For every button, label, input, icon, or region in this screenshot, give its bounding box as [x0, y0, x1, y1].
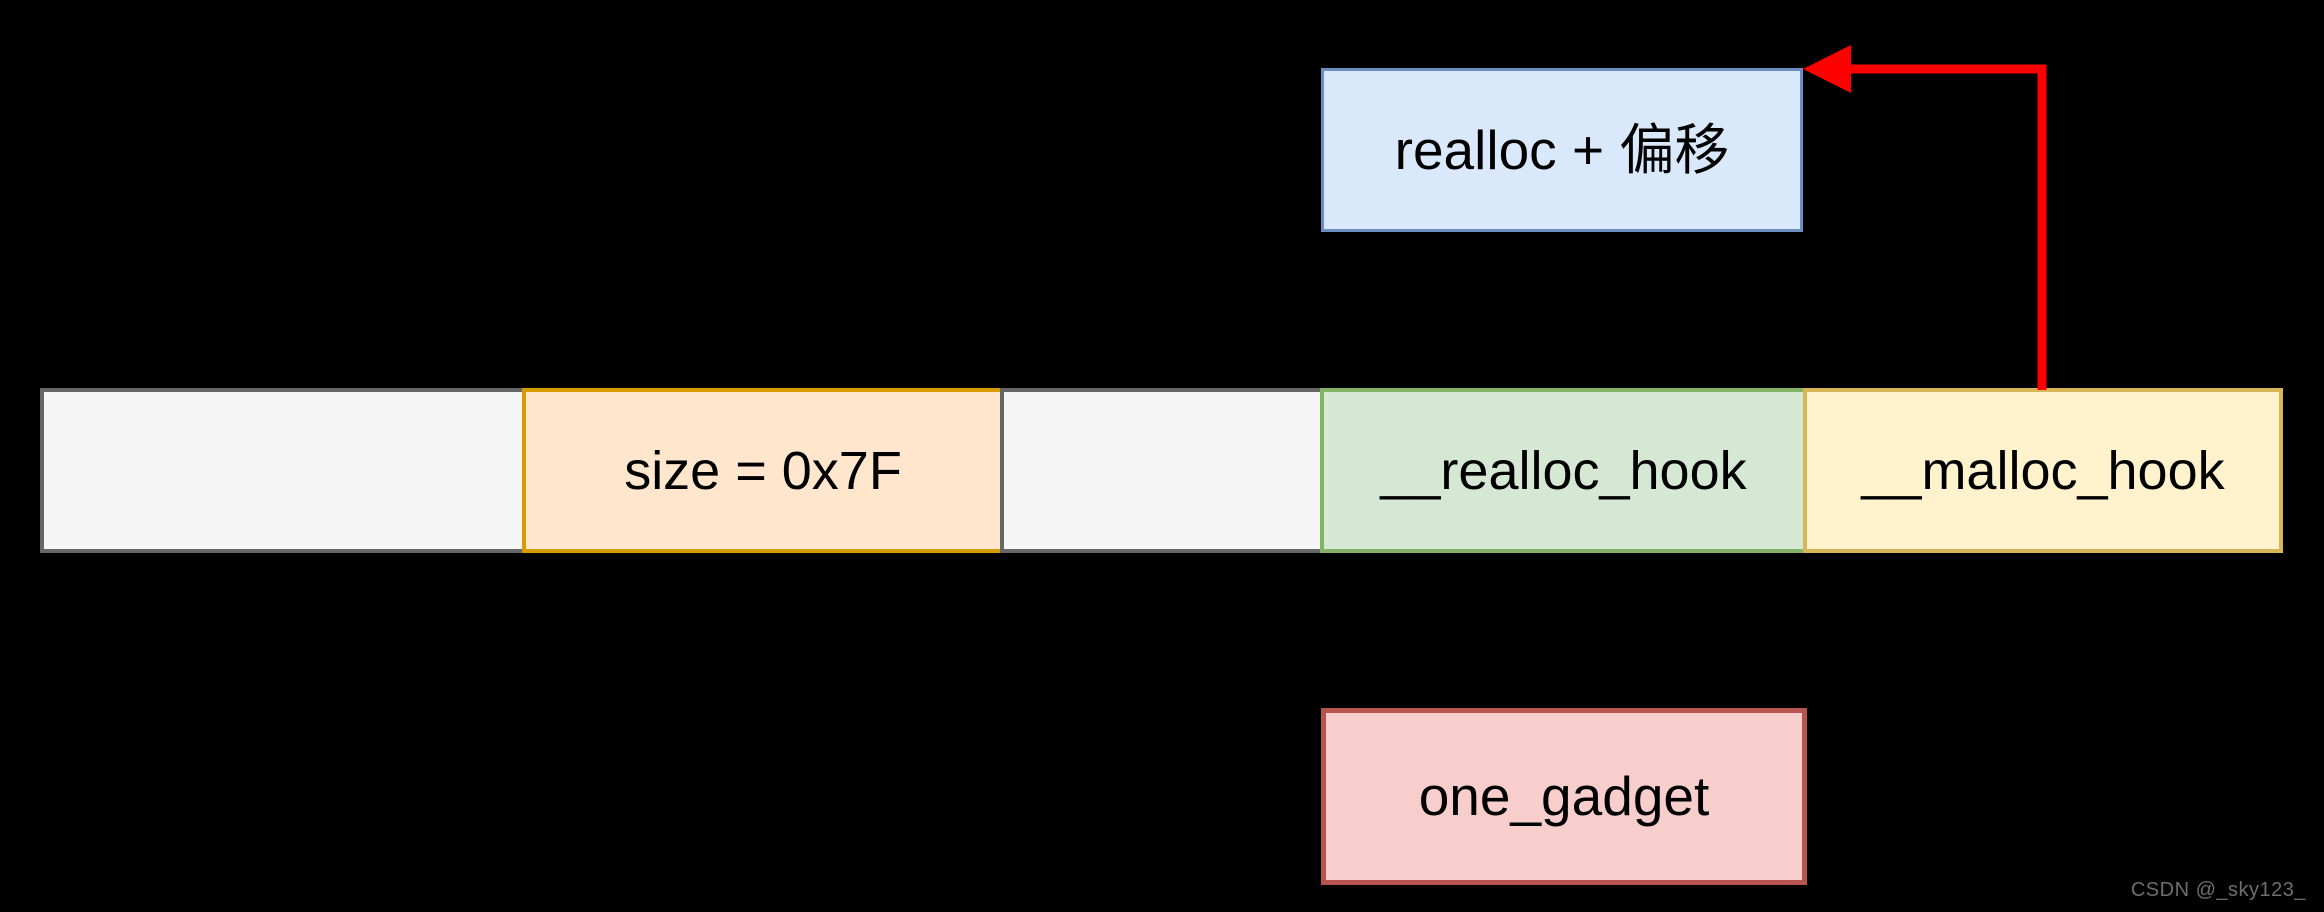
arrow-head-icon: [1803, 45, 1851, 93]
memory-cell-size[interactable]: size = 0x7F: [522, 388, 1004, 553]
memory-cell-realloc-hook-label: __realloc_hook: [1380, 440, 1747, 501]
memory-layout-bar: size = 0x7F __realloc_hook __malloc_hook: [40, 388, 2283, 553]
node-realloc-offset[interactable]: realloc + 偏移: [1321, 68, 1803, 232]
memory-cell-empty-2[interactable]: [1000, 388, 1324, 553]
node-realloc-offset-label: realloc + 偏移: [1394, 118, 1730, 181]
watermark: CSDN @_sky123_: [2130, 879, 2306, 901]
memory-cell-realloc-hook[interactable]: __realloc_hook: [1320, 388, 1807, 553]
memory-cell-malloc-hook-label: __malloc_hook: [1861, 440, 2225, 501]
memory-cell-size-label: size = 0x7F: [624, 440, 902, 501]
memory-cell-malloc-hook[interactable]: __malloc_hook: [1803, 388, 2283, 553]
arrow-path: [1845, 64, 2047, 390]
memory-cell-empty-1[interactable]: [40, 388, 526, 553]
node-one-gadget[interactable]: one_gadget: [1321, 708, 1807, 885]
node-one-gadget-label: one_gadget: [1418, 765, 1710, 827]
